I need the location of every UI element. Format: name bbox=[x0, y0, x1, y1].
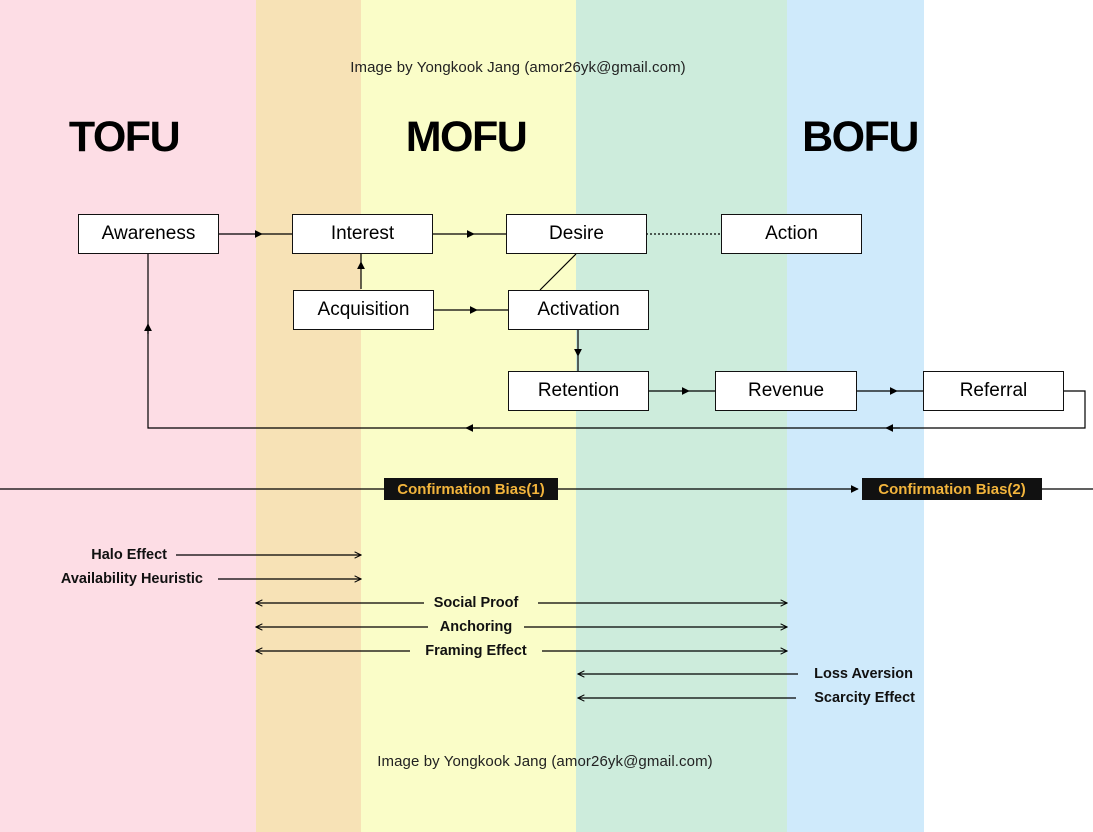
band-yellow bbox=[361, 0, 576, 832]
node-revenue: Revenue bbox=[715, 371, 857, 411]
node-interest: Interest bbox=[292, 214, 433, 254]
effect-scarcity: Scarcity Effect bbox=[814, 690, 915, 706]
node-acquisition: Acquisition bbox=[293, 290, 434, 330]
effect-framing: Framing Effect bbox=[425, 643, 527, 659]
confirmation-bias-1: Confirmation Bias(1) bbox=[384, 478, 558, 500]
effect-social-proof: Social Proof bbox=[433, 595, 519, 611]
band-orange bbox=[256, 0, 361, 832]
effect-loss-aversion: Loss Aversion bbox=[814, 666, 913, 682]
stage-tofu: TOFU bbox=[68, 113, 181, 161]
node-retention: Retention bbox=[508, 371, 649, 411]
band-blue bbox=[787, 0, 924, 832]
effect-anchoring: Anchoring bbox=[439, 619, 513, 635]
effect-availability-heuristic: Availability Heuristic bbox=[60, 571, 203, 587]
credit-bottom: Image by Yongkook Jang (amor26yk@gmail.c… bbox=[377, 753, 713, 770]
node-desire: Desire bbox=[506, 214, 647, 254]
node-referral: Referral bbox=[923, 371, 1064, 411]
confirmation-bias-2: Confirmation Bias(2) bbox=[862, 478, 1042, 500]
stage-mofu: MOFU bbox=[405, 113, 528, 161]
node-action: Action bbox=[721, 214, 862, 254]
stage-bofu: BOFU bbox=[802, 113, 919, 161]
band-pink bbox=[0, 0, 256, 832]
band-green bbox=[576, 0, 787, 832]
node-activation: Activation bbox=[508, 290, 649, 330]
credit-top: Image by Yongkook Jang (amor26yk@gmail.c… bbox=[350, 59, 686, 76]
effect-halo: Halo Effect bbox=[91, 547, 167, 563]
node-awareness: Awareness bbox=[78, 214, 219, 254]
